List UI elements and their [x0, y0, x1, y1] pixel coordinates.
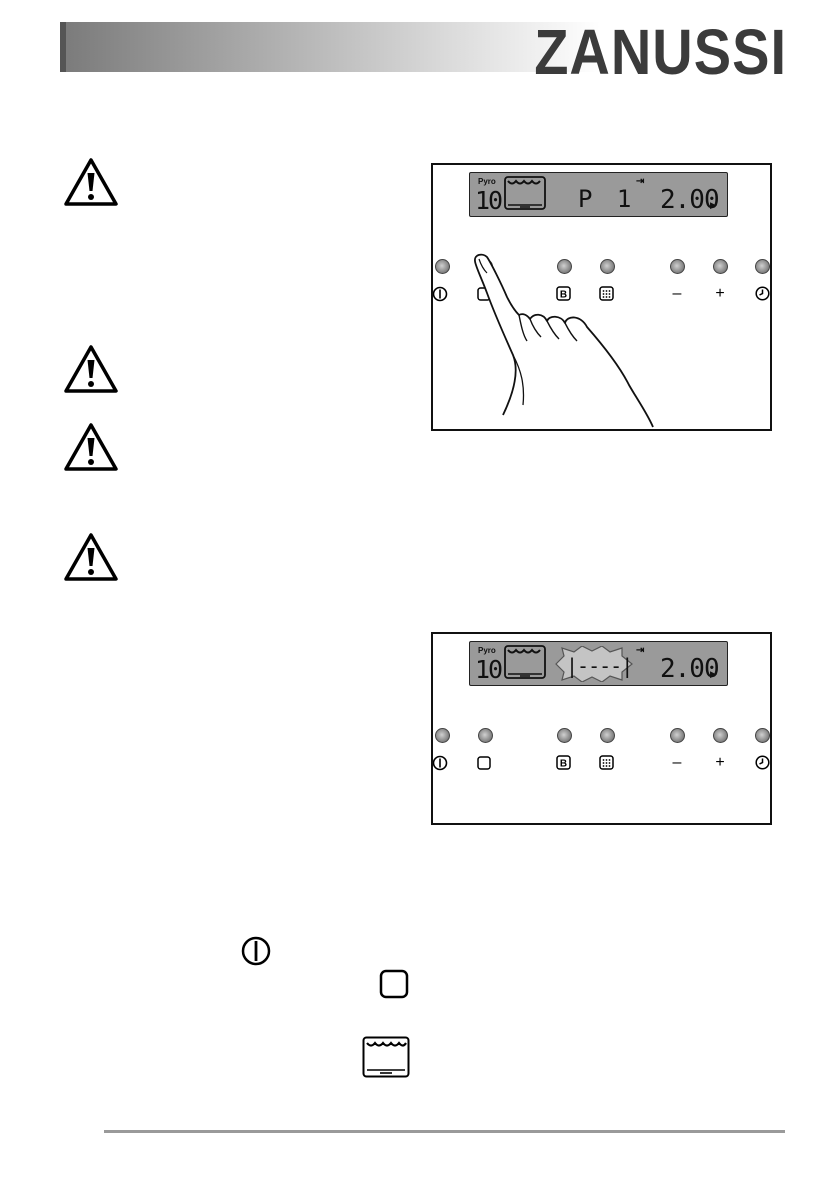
- plus-key-sensor[interactable]: [713, 728, 728, 743]
- on-off-icon: [433, 755, 448, 771]
- minus-key-sensor[interactable]: [670, 728, 685, 743]
- temperature-readout: 10: [475, 186, 503, 215]
- plus-key-icon: +: [715, 285, 725, 302]
- on-off-key-sensor[interactable]: [435, 728, 450, 743]
- pyrolysis-icon: [599, 286, 614, 301]
- b-key-icon: B: [556, 286, 571, 301]
- b-key-sensor[interactable]: [557, 728, 572, 743]
- oven-display: Pyro 10 P 1 ⇥ 2.00 ▶: [469, 172, 728, 217]
- header-bar: [60, 22, 600, 72]
- clock-key-sensor[interactable]: [755, 259, 770, 274]
- minus-key-icon: –: [672, 754, 682, 771]
- control-panel-2: Pyro 10 |----| ⇥ 2.00 ▶ B – +: [431, 632, 772, 825]
- pyro-label: Pyro: [478, 177, 496, 186]
- footer-rule: [104, 1130, 785, 1133]
- flashing-burst-icon: [555, 646, 633, 682]
- function-square-icon: [379, 969, 409, 999]
- svg-text:B: B: [560, 759, 567, 770]
- brand-logo: ZANUSSI: [534, 15, 787, 88]
- pyro-label: Pyro: [478, 646, 496, 655]
- pyrolysis-key-sensor[interactable]: [600, 728, 615, 743]
- on-off-icon: [241, 936, 271, 966]
- minus-key-sensor[interactable]: [670, 259, 685, 274]
- clock-icon: [755, 755, 770, 770]
- minus-key-icon: –: [672, 285, 682, 302]
- end-time-icon: ⇥: [636, 176, 645, 187]
- b-key-sensor[interactable]: [557, 259, 572, 274]
- program-readout: P 1: [578, 185, 637, 213]
- hand-pressing-key-illustration: [474, 253, 654, 428]
- time-readout: 2.00: [660, 185, 720, 215]
- oven-function-icon: [362, 1036, 410, 1078]
- time-arrow-icon: ▶: [710, 669, 717, 679]
- end-time-icon: ⇥: [636, 645, 645, 656]
- temperature-readout: 10: [475, 655, 503, 684]
- clock-key-sensor[interactable]: [755, 728, 770, 743]
- pyrolysis-key-sensor[interactable]: [600, 259, 615, 274]
- function-square-icon: [477, 756, 491, 770]
- warning-triangle-icon: [64, 345, 118, 393]
- plus-key-icon: +: [715, 754, 725, 771]
- warning-triangle-icon: [64, 158, 118, 206]
- program-dashes-readout: |----|: [566, 654, 633, 678]
- b-key-icon: B: [556, 755, 571, 770]
- svg-text:B: B: [560, 290, 567, 301]
- function-key-sensor[interactable]: [478, 728, 493, 743]
- header-stripe: [60, 22, 66, 72]
- on-off-key-sensor[interactable]: [435, 259, 450, 274]
- pyrolysis-icon: [599, 755, 614, 770]
- control-panel-1: Pyro 10 P 1 ⇥ 2.00 ▶ B – +: [431, 163, 772, 431]
- oven-function-icon: [504, 176, 546, 210]
- oven-display: Pyro 10 |----| ⇥ 2.00 ▶: [469, 641, 728, 686]
- on-off-icon: [433, 286, 448, 302]
- plus-key-sensor[interactable]: [713, 259, 728, 274]
- time-readout: 2.00: [660, 654, 720, 684]
- clock-icon: [755, 286, 770, 301]
- warning-triangle-icon: [64, 423, 118, 471]
- time-arrow-icon: ▶: [710, 200, 717, 210]
- oven-function-icon: [504, 645, 546, 679]
- warning-triangle-icon: [64, 533, 118, 581]
